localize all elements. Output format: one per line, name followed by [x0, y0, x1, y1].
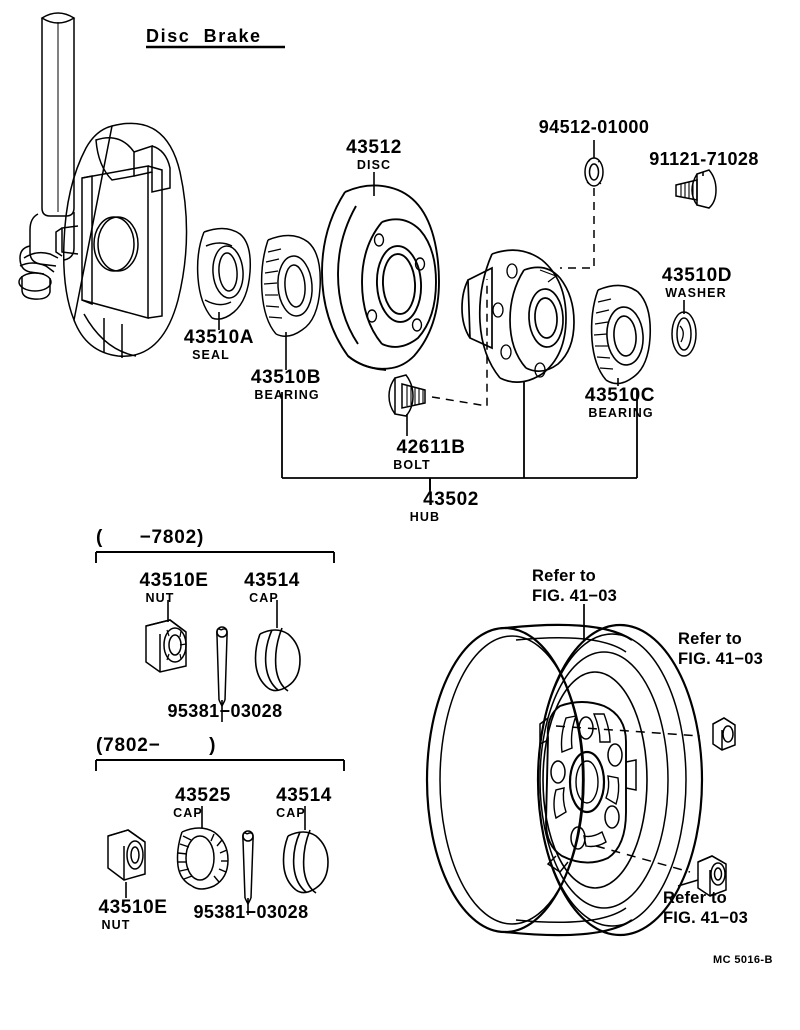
refer-callout-2-line2: FIG. 41−03 — [678, 650, 764, 668]
castle-nut-43510E-early-illustration — [145, 619, 187, 673]
cotter-pin-late-illustration — [242, 830, 254, 906]
wheel-nut-illustration — [712, 717, 736, 751]
wheel-nut-dashed-leader — [555, 725, 701, 737]
part-number-43525: 43525 — [175, 785, 231, 806]
page-title: Disc Brake — [146, 26, 262, 46]
part-name-43512: DISC — [356, 158, 392, 172]
hex-nut-43510E-late-illustration — [107, 829, 146, 881]
bolt-to-hub-dashed-leader — [431, 279, 488, 407]
part-name-43514-late: CAP — [276, 806, 306, 820]
refer-callout-3-line2: FIG. 41−03 — [663, 909, 749, 927]
part-number-91121-71028: 91121-71028 — [649, 149, 759, 169]
part-name-42611B: BOLT — [393, 458, 431, 472]
wheel-ref3-leader — [677, 879, 699, 887]
sheet-footer-code: MC 5016-B — [713, 954, 773, 966]
part-name-43502: HUB — [409, 510, 441, 524]
grease-cap-43514-late-illustration — [282, 829, 329, 894]
part-number-43510E-late: 43510E — [98, 897, 168, 918]
part-name-43514-early: CAP — [249, 591, 279, 605]
bolt-42611B-illustration — [388, 374, 426, 417]
seal-43510A-illustration — [196, 227, 252, 320]
part-number-43514-late: 43514 — [276, 785, 332, 806]
refer-callout-2-line1: Refer to — [678, 630, 742, 648]
part-number-95381-late: 95381−03028 — [193, 902, 309, 922]
bolt-91121-illustration — [675, 169, 717, 209]
part-number-43512: 43512 — [346, 137, 402, 158]
refer-callout-1-line1: Refer to — [532, 567, 596, 585]
variant-late-bracket — [95, 759, 345, 771]
part-name-43510D: WASHER — [665, 286, 727, 300]
part-name-43525: CAP — [173, 806, 203, 820]
part-number-43510D: 43510D — [661, 265, 733, 286]
part-number-43510C: 43510C — [584, 385, 656, 406]
part-number-43510A: 43510A — [183, 327, 255, 348]
part-number-94512-01000: 94512-01000 — [538, 117, 650, 137]
lockwasher-94512-illustration — [584, 157, 604, 187]
part-name-43510A: SEAL — [192, 348, 230, 362]
washer-43510D-illustration — [671, 311, 697, 357]
toothed-cap-43525-illustration — [176, 827, 229, 890]
bearing-43510B-illustration — [260, 234, 321, 337]
part-number-42611B: 42611B — [396, 437, 466, 458]
wheel-lugnut-illustration — [697, 855, 727, 897]
part-number-43510B: 43510B — [250, 367, 322, 388]
variant-early-bracket — [95, 551, 335, 563]
knuckle-dust-shield-illustration — [18, 12, 188, 358]
part-number-95381-early: 95381−03028 — [167, 701, 283, 721]
hub-group-bracket — [281, 382, 638, 490]
grease-cap-43514-early-illustration — [254, 627, 301, 692]
wheel-assembly-illustration — [425, 623, 704, 937]
refer-callout-1-line2: FIG. 41−03 — [532, 587, 618, 605]
part-name-43510B: BEARING — [254, 388, 320, 402]
part-number-43514-early: 43514 — [244, 570, 300, 591]
part-number-43502: 43502 — [423, 489, 479, 510]
lockwasher-to-hub-dashed-leader — [560, 188, 595, 269]
variant-late-range: (7802− ) — [96, 735, 217, 756]
variant-early-range: ( −7802) — [96, 527, 205, 548]
wheel-lugnut-dashed-leader — [595, 845, 691, 873]
hub-43502-illustration — [461, 249, 575, 383]
disc-43512-illustration — [321, 184, 440, 371]
part-number-43510E-early: 43510E — [139, 570, 209, 591]
part-name-43510C: BEARING — [588, 406, 654, 420]
refer-callout-3-line1: Refer to — [663, 889, 727, 907]
part-name-43510E-early: NUT — [145, 591, 175, 605]
bearing-43510C-illustration — [590, 284, 652, 385]
cotter-pin-early-illustration — [216, 626, 228, 708]
part-name-43510E-late: NUT — [101, 918, 131, 932]
